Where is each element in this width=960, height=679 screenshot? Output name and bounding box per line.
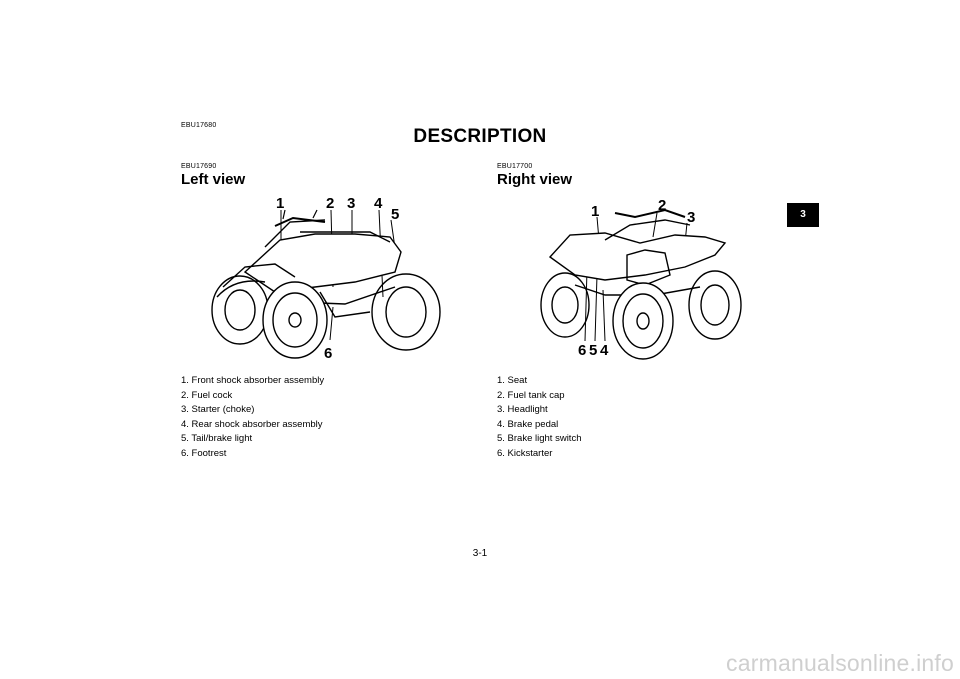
right-callout-6: 6 bbox=[578, 342, 586, 359]
left-callout-2: 2 bbox=[326, 195, 334, 212]
list-item: 3. Headlight bbox=[497, 404, 548, 415]
list-item: 1. Front shock absorber assembly bbox=[181, 375, 325, 386]
right-view-code: EBU17700 bbox=[497, 163, 533, 170]
right-callout-1: 1 bbox=[591, 203, 599, 220]
list-item: 2. Fuel cock bbox=[181, 389, 233, 401]
list-item: 1. Seat bbox=[497, 375, 528, 386]
left-callout-1: 1 bbox=[276, 195, 284, 212]
left-callout-4: 4 bbox=[374, 195, 383, 212]
list-item: 4. Rear shock absorber assembly bbox=[181, 418, 323, 430]
right-callout-5: 5 bbox=[589, 342, 597, 359]
left-callout-6: 6 bbox=[324, 345, 332, 362]
list-item: 2. Fuel tank cap bbox=[497, 389, 565, 401]
left-callout-3: 3 bbox=[347, 195, 355, 212]
right-callout-3: 3 bbox=[687, 209, 695, 226]
list-item: 6. Footrest bbox=[181, 447, 227, 459]
list-item: 5. Brake light switch bbox=[497, 433, 582, 444]
right-callout-4: 4 bbox=[600, 342, 609, 359]
page-number: 3-1 bbox=[472, 548, 488, 559]
chapter-tab: 3 bbox=[787, 203, 819, 227]
list-item: 6. Kickstarter bbox=[497, 447, 553, 459]
right-callout-2: 2 bbox=[658, 197, 666, 214]
left-view-heading: Left view bbox=[181, 171, 246, 188]
watermark: carmanualsonline.info bbox=[726, 650, 954, 676]
left-callout-5: 5 bbox=[391, 206, 399, 223]
right-parts-list: 1. Seat 2. Fuel tank cap 3. Headlight 4.… bbox=[497, 374, 581, 461]
left-parts-list: 1. Front shock absorber assembly 2. Fuel… bbox=[181, 374, 324, 461]
left-view-code: EBU17690 bbox=[181, 163, 217, 170]
atv-right-view-illustration: 1 2 3 6 5 4 bbox=[540, 197, 742, 360]
section-code: EBU17680 bbox=[181, 122, 217, 129]
list-item: 3. Starter (choke) bbox=[181, 404, 255, 415]
list-item: 4. Brake pedal bbox=[497, 418, 559, 430]
list-item: 5. Tail/brake light bbox=[181, 433, 253, 444]
page-title: DESCRIPTION bbox=[413, 126, 547, 147]
right-view-heading: Right view bbox=[497, 171, 573, 188]
atv-left-view-illustration: 1 2 3 4 5 6 bbox=[211, 195, 441, 362]
